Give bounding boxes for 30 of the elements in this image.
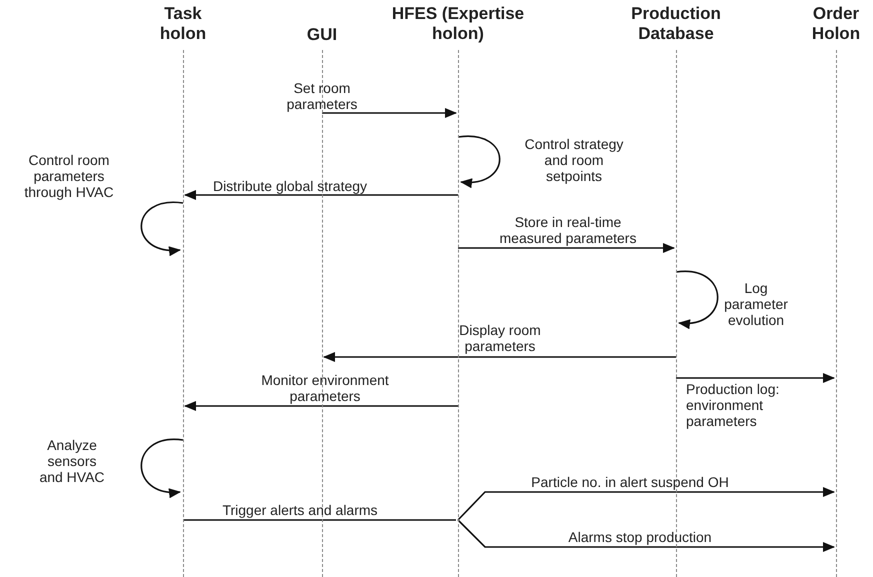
lifeline-header: Order Holon xyxy=(810,4,862,44)
message-arrow xyxy=(140,438,184,498)
lifeline-header: HFES (Expertise holon) xyxy=(390,4,526,44)
message-arrow xyxy=(676,373,835,383)
edge-label: Set room parameters xyxy=(286,80,358,112)
message-arrow xyxy=(457,487,835,521)
message-arrow xyxy=(140,202,184,256)
message-arrow xyxy=(458,243,675,253)
edge-label: Analyze sensors and HVAC xyxy=(38,437,106,485)
edge-label: Control room parameters through HVAC xyxy=(23,152,115,200)
message-arrow xyxy=(457,519,835,552)
edge-label: Monitor environment parameters xyxy=(260,372,390,404)
message-arrow xyxy=(322,108,457,118)
lifeline-header: Production Database xyxy=(630,4,722,44)
edge-label: Distribute global strategy xyxy=(212,178,368,194)
message-arrow xyxy=(458,136,500,188)
edge-label: Trigger alerts and alarms xyxy=(221,502,379,518)
edge-label: Display room parameters xyxy=(458,322,542,354)
edge-label: Log parameter evolution xyxy=(723,280,789,328)
message-arrow xyxy=(184,190,458,200)
lifeline-header: Task holon xyxy=(158,4,208,44)
message-arrow xyxy=(676,270,718,328)
message-arrow xyxy=(323,352,676,362)
edge-label: Store in real-time measured parameters xyxy=(498,214,638,246)
edge-label: Particle no. in alert suspend OH xyxy=(530,474,730,490)
edge-label: Control strategy and room setpoints xyxy=(524,136,624,184)
edge-label: Production log: environment parameters xyxy=(686,381,780,429)
lifeline-header: GUI xyxy=(306,25,338,45)
message-arrow xyxy=(184,401,458,411)
edge-label: Alarms stop production xyxy=(567,529,713,545)
